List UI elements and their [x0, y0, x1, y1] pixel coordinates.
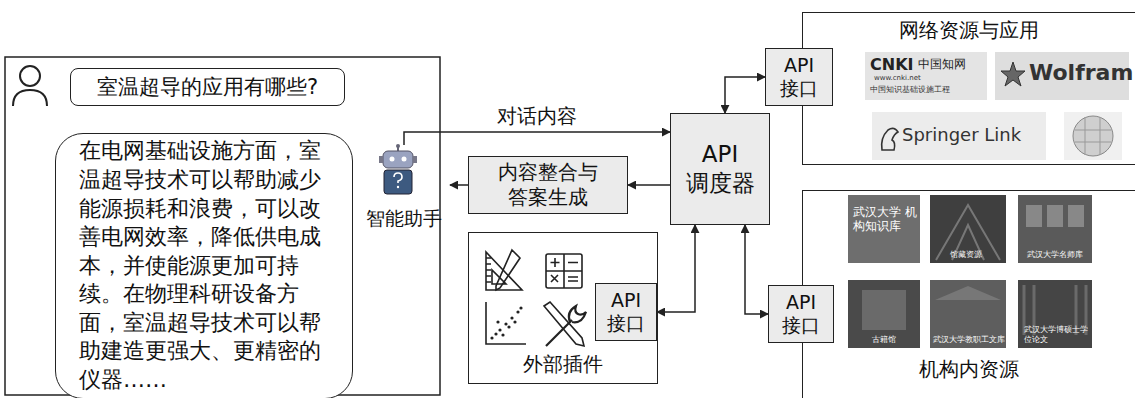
- institution-photos: [930, 280, 1006, 348]
- plugin-icons: [519, 306, 522, 309]
- answer-bubble: 在电网基础设施方面，室温超导技术可以帮助减少能源损耗和浪费，可以改善电网效率，降…: [55, 133, 353, 398]
- connector-arrow: [628, 184, 670, 186]
- plugin-icons: [546, 270, 582, 272]
- springer-logo: [882, 128, 898, 150]
- logo-text: 中国知网: [918, 57, 966, 71]
- photo-caption: 馆藏资源: [950, 250, 982, 260]
- logo-text: Springer Link: [902, 124, 1021, 146]
- photo-caption: 武汉大学博硕士学位论文: [1024, 325, 1088, 344]
- institution-photos: [1018, 195, 1092, 263]
- photo-caption: 武汉大学名师库: [1027, 250, 1083, 260]
- robot-icon: [397, 186, 399, 188]
- api-box-text: API 接口: [780, 54, 818, 100]
- institution-photos: [1047, 205, 1063, 227]
- plugin-icons: [490, 306, 522, 339]
- plugin-icons: [551, 258, 579, 282]
- institution-photos: [848, 280, 920, 348]
- institution-photos: [1018, 280, 1092, 348]
- plugin-icons: [496, 320, 499, 323]
- wikipedia-logo: [1073, 116, 1113, 156]
- institution-photos: [848, 195, 920, 263]
- logo-text: Wolfram: [1029, 60, 1133, 86]
- photo-caption: 武汉大学教职工文库: [933, 335, 1005, 344]
- institution-photos: [848, 195, 1092, 348]
- user-icon: [13, 66, 47, 106]
- institution-photos: [862, 290, 906, 330]
- cnki-logo: [865, 52, 987, 100]
- logo-text: www.cnki.net: [874, 74, 921, 82]
- process-box: 内容整合与 答案生成: [468, 156, 628, 214]
- plugin-icons: [494, 332, 497, 335]
- wolfram-logo: [1001, 62, 1025, 86]
- robot-icon: [379, 144, 417, 194]
- cnki-logo: [865, 52, 987, 100]
- plugin-icons: [513, 320, 516, 323]
- logo-text: CNKI: [870, 55, 913, 74]
- springer-logo: [872, 112, 1046, 160]
- plugin-panel-text: 外部插件: [523, 352, 603, 377]
- assistant-robot-text: 智能助手: [366, 207, 442, 231]
- dispatcher-box: API 调度器: [670, 113, 770, 225]
- plugin-icons: [546, 254, 582, 288]
- plugin-icons: [544, 302, 584, 346]
- answer-bubble-text: 在电网基础设施方面，室温超导技术可以帮助减少能源损耗和浪费，可以改善电网效率，降…: [79, 137, 329, 394]
- edge-label: 对话内容: [494, 104, 580, 128]
- connector-arrow: [725, 77, 765, 113]
- plugin-icons: [486, 250, 586, 346]
- api-box: API 接口: [595, 283, 657, 341]
- api-box: API 接口: [768, 285, 834, 343]
- plugin-icons: [516, 310, 519, 313]
- plugin-panel: 外部插件API 接口: [468, 232, 658, 384]
- connector-arrow: [450, 184, 468, 186]
- plugin-icons: [504, 322, 507, 325]
- plugin-icons: [507, 325, 510, 328]
- plugin-icons: [546, 306, 586, 346]
- plugin-icons: [490, 336, 493, 339]
- wikipedia-logo: [1075, 117, 1111, 155]
- robot-icon: [390, 157, 395, 162]
- institution-photos: [935, 286, 1001, 300]
- institution-photos: [1068, 205, 1084, 227]
- plugin-icons: [486, 252, 522, 290]
- dispatcher-box-text: API 调度器: [686, 140, 755, 198]
- plugin-icons: [486, 258, 491, 282]
- connector-arrow: [657, 225, 695, 312]
- connector-arrow: [745, 225, 768, 314]
- robot-icon: [394, 173, 402, 183]
- api-box-text: API 接口: [607, 289, 645, 335]
- api-box-text: API 接口: [782, 291, 820, 337]
- plugin-icons: [496, 250, 520, 290]
- plugin-icons: [486, 302, 526, 344]
- wikipedia-logo: [1064, 112, 1122, 160]
- institution-photos: [936, 205, 1000, 260]
- user-icon: [13, 90, 47, 106]
- wikipedia-logo: [1064, 112, 1122, 160]
- robot-icon: [413, 156, 417, 163]
- robot-icon: [379, 156, 383, 163]
- plugin-icons: [501, 333, 504, 336]
- photo-caption: 古籍馆: [872, 335, 896, 345]
- institution-photos: [1026, 205, 1042, 227]
- plugin-icons: [510, 316, 513, 319]
- robot-icon: [402, 157, 407, 162]
- user-icon: [20, 66, 40, 86]
- question-bubble-text: 室温超导的应用有哪些?: [97, 74, 318, 100]
- resource-panel: 机构内资源: [802, 190, 1135, 398]
- process-box-text: 内容整合与 答案生成: [498, 160, 598, 210]
- resource-panel-text: 网络资源与应用: [899, 18, 1039, 43]
- logo-text: 中国知识基础设施工程: [870, 85, 950, 94]
- connector-arrow: [404, 132, 670, 145]
- robot-icon: [396, 144, 400, 148]
- photo-caption: 武汉大学 机构知识库: [853, 205, 917, 234]
- robot-icon: [383, 151, 413, 168]
- assistant-robot: 智能助手: [358, 145, 450, 235]
- resource-panel-text: 机构内资源: [919, 357, 1019, 382]
- plugin-icons: [498, 328, 501, 331]
- question-bubble: 室温超导的应用有哪些?: [70, 68, 345, 106]
- robot-icon: [384, 170, 412, 194]
- springer-logo: [872, 112, 1046, 160]
- api-box: API 接口: [765, 48, 833, 106]
- institution-photos: [930, 195, 1006, 263]
